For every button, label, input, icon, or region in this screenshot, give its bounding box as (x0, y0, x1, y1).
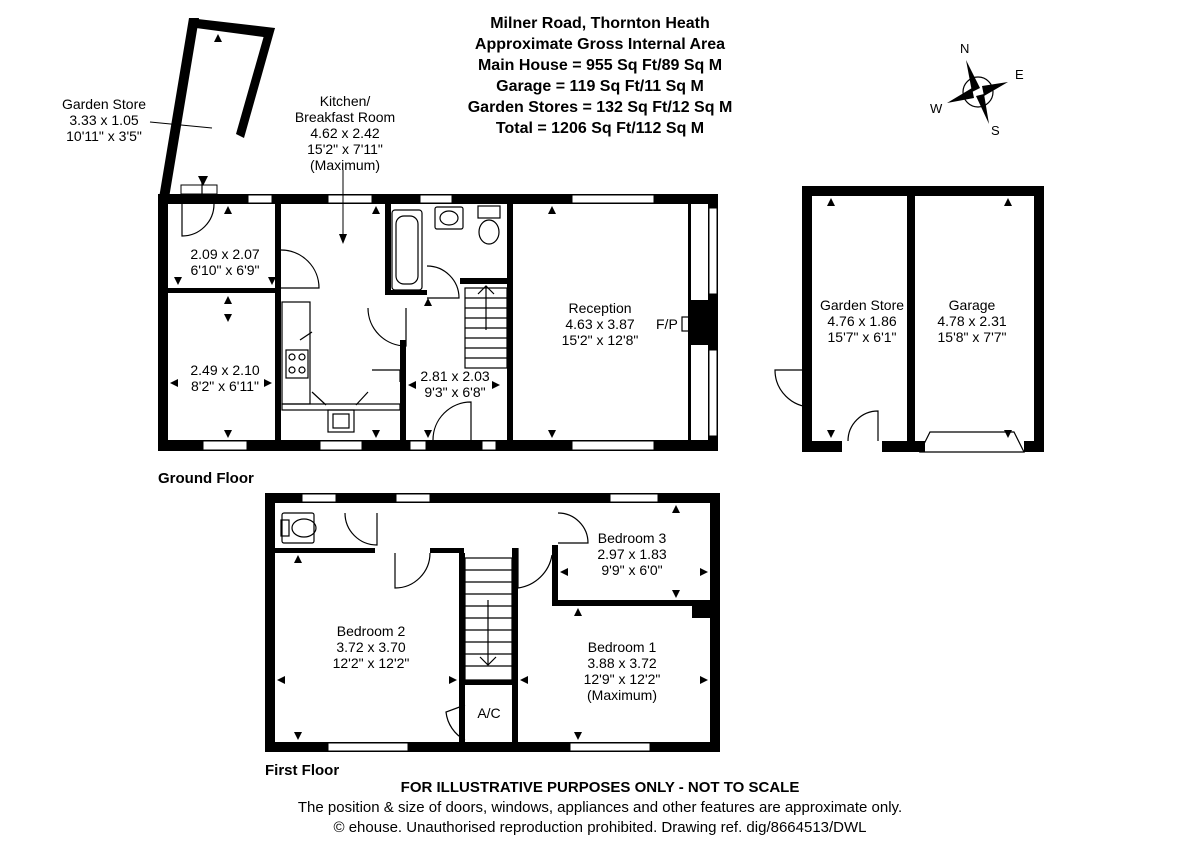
header-garden-stores-area: Garden Stores = 132 Sq Ft/12 Sq M (467, 99, 733, 116)
header-garage-area: Garage = 119 Sq Ft/11 Sq M (496, 78, 704, 95)
garage-name: Garage (948, 297, 996, 313)
garden-store-right-metric: 4.76 x 1.86 (827, 313, 897, 329)
walls (158, 18, 1044, 752)
room-b-metric: 2.49 x 2.10 (190, 362, 260, 378)
hall-imperial: 9'3" x 6'8" (424, 384, 486, 400)
kitchen-name-line2: Breakfast Room (294, 109, 396, 125)
header-subtitle: Approximate Gross Internal Area (474, 36, 726, 53)
room-a-imperial: 6'10" x 6'9" (190, 262, 260, 278)
fixtures (201, 76, 1025, 681)
footer-copyright: © ehouse. Unauthorised reproduction proh… (333, 819, 867, 836)
compass-rose (947, 60, 1008, 124)
reception-metric: 4.63 x 3.87 (565, 316, 635, 332)
garden-store-right-imperial: 15'7" x 6'1" (827, 329, 897, 345)
bedroom2-metric: 3.72 x 3.70 (336, 639, 406, 655)
header-total-area: Total = 1206 Sq Ft/112 Sq M (495, 120, 705, 137)
fireplace-label: F/P (656, 316, 678, 332)
garden-store-top-imperial: 10'11" x 3'5" (66, 128, 142, 144)
garage-metric: 4.78 x 2.31 (937, 313, 1007, 329)
kitchen-name-line1: Kitchen/ (319, 93, 371, 109)
bedroom3-name: Bedroom 3 (597, 530, 667, 546)
compass-west-label: W (930, 101, 943, 116)
bedroom1-note: (Maximum) (587, 687, 657, 703)
first-floor-label: First Floor (265, 762, 340, 779)
bedroom3-imperial: 9'9" x 6'0" (601, 562, 663, 578)
compass-east-label: E (1015, 67, 1024, 82)
room-b-imperial: 8'2" x 6'11" (191, 378, 259, 394)
windows (180, 184, 718, 752)
ac-cupboard-label: A/C (477, 705, 501, 721)
garden-store-pointer (149, 121, 213, 129)
door-swings (181, 203, 879, 741)
bedroom3-metric: 2.97 x 1.83 (597, 546, 667, 562)
ground-floor-label: Ground Floor (158, 470, 254, 487)
bedroom2-name: Bedroom 2 (336, 623, 406, 639)
bedroom2-imperial: 12'2" x 12'2" (332, 655, 410, 671)
bedroom1-imperial: 12'9" x 12'2" (583, 671, 661, 687)
room-a-metric: 2.09 x 2.07 (190, 246, 260, 262)
compass-north-label: N (960, 41, 970, 56)
header-main-house-area: Main House = 955 Sq Ft/89 Sq M (477, 57, 723, 74)
footer-disclaimer-note: The position & size of doors, windows, a… (297, 799, 903, 816)
garage-imperial: 15'8" x 7'7" (937, 329, 1007, 345)
garden-store-top-name: Garden Store (61, 96, 147, 112)
reception-name: Reception (568, 300, 632, 316)
bedroom1-name: Bedroom 1 (587, 639, 657, 655)
kitchen-imperial: 15'2" x 7'11" (307, 141, 383, 157)
kitchen-metric: 4.62 x 2.42 (310, 125, 380, 141)
bedroom1-metric: 3.88 x 3.72 (587, 655, 657, 671)
footer-disclaimer-title: FOR ILLUSTRATIVE PURPOSES ONLY - NOT TO … (400, 779, 800, 796)
kitchen-note: (Maximum) (310, 157, 380, 173)
dimension-arrows (170, 34, 1012, 740)
garden-store-right-name: Garden Store (819, 297, 905, 313)
reception-imperial: 15'2" x 12'8" (561, 332, 639, 348)
compass-south-label: S (991, 123, 1000, 138)
hall-metric: 2.81 x 2.03 (420, 368, 490, 384)
garden-store-top-metric: 3.33 x 1.05 (69, 112, 139, 128)
header-title: Milner Road, Thornton Heath (490, 15, 710, 32)
